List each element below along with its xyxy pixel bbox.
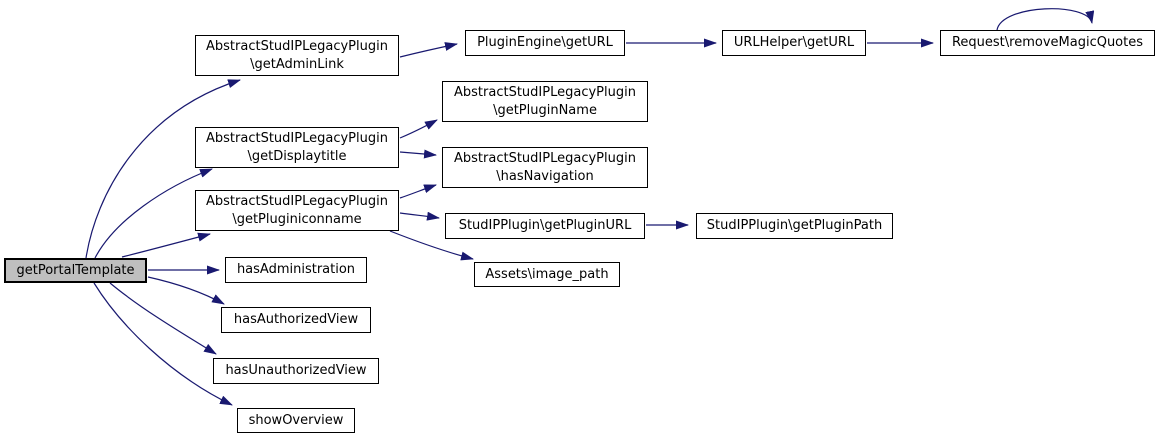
edge-getPluginiconname-getPluginURL <box>399 211 440 221</box>
node-pluginEngine-getURL[interactable]: PluginEngine\getURL <box>465 30 625 56</box>
node-label: \getAdminLink <box>250 56 344 72</box>
node-hasUnauthorizedView[interactable]: hasUnauthorizedView <box>213 358 379 384</box>
edge-getPortalTemplate-getAdminLink <box>85 79 241 259</box>
edge-getPortalTemplate-hasAuthorizedView <box>147 276 225 305</box>
node-label: AbstractStudIPLegacyPlugin <box>454 150 636 166</box>
edge-getPortalTemplate-hasUnauthorizedView <box>109 282 217 355</box>
node-label: hasAuthorizedView <box>233 312 359 327</box>
node-label: \hasNavigation <box>496 168 594 184</box>
node-getPluginName[interactable]: AbstractStudIPLegacyPlugin \getPluginNam… <box>442 81 648 122</box>
node-label: Request\removeMagicQuotes <box>951 35 1144 50</box>
node-label: AbstractStudIPLegacyPlugin <box>206 193 388 209</box>
edge-getDisplaytitle-hasNavigation <box>399 149 437 159</box>
node-request-removeMagicQuotes[interactable]: Request\removeMagicQuotes <box>940 30 1155 56</box>
node-label: AbstractStudIPLegacyPlugin <box>206 38 388 54</box>
edge-getDisplaytitle-getPluginName <box>399 119 438 139</box>
node-getDisplaytitle[interactable]: AbstractStudIPLegacyPlugin \getDisplayti… <box>195 127 399 168</box>
node-hasNavigation[interactable]: AbstractStudIPLegacyPlugin \hasNavigatio… <box>442 147 648 188</box>
node-assets-image-path[interactable]: Assets\image_path <box>474 262 620 287</box>
node-label: URLHelper\getURL <box>733 35 855 50</box>
node-label: AbstractStudIPLegacyPlugin <box>454 84 636 100</box>
node-label: hasAdministration <box>236 262 356 277</box>
node-hasAdministration[interactable]: hasAdministration <box>225 257 367 283</box>
node-label: \getPluginName <box>493 102 597 118</box>
node-getAdminLink[interactable]: AbstractStudIPLegacyPlugin \getAdminLink <box>195 35 399 76</box>
node-urlHelper-getURL[interactable]: URLHelper\getURL <box>722 30 866 56</box>
node-label: hasUnauthorizedView <box>225 363 367 378</box>
edge-removeMagicQuotes-self-loop <box>996 8 1095 31</box>
node-label: getPortalTemplate <box>16 262 135 278</box>
node-label: StudIPPlugin\getPluginPath <box>706 218 883 233</box>
node-label: AbstractStudIPLegacyPlugin <box>206 130 388 146</box>
edge-getPortalTemplate-showOverview <box>93 282 233 406</box>
node-getPluginiconname[interactable]: AbstractStudIPLegacyPlugin \getPluginico… <box>195 190 399 231</box>
node-label: showOverview <box>248 412 344 428</box>
edge-getPluginiconname-imagePath <box>389 230 474 261</box>
node-label: \getPluginiconname <box>232 211 362 227</box>
edge-getPluginiconname-hasNavigation <box>399 184 437 199</box>
node-hasAuthorizedView[interactable]: hasAuthorizedView <box>221 307 371 333</box>
node-label: PluginEngine\getURL <box>477 35 613 50</box>
node-label: StudIPPlugin\getPluginURL <box>458 218 632 233</box>
node-getPortalTemplate: getPortalTemplate <box>4 258 147 283</box>
edge-getPortalTemplate-getDisplaytitle <box>94 168 213 259</box>
node-studIPPlugin-getPluginURL[interactable]: StudIPPlugin\getPluginURL <box>445 213 645 239</box>
edge-getAdminLink-pluginEngineGetURL <box>399 42 458 58</box>
edge-getPortalTemplate-getPluginiconname <box>121 232 211 258</box>
node-label: \getDisplaytitle <box>247 148 347 164</box>
node-label: Assets\image_path <box>485 266 609 282</box>
node-showOverview[interactable]: showOverview <box>237 408 355 433</box>
node-studIPPlugin-getPluginPath[interactable]: StudIPPlugin\getPluginPath <box>696 213 893 239</box>
